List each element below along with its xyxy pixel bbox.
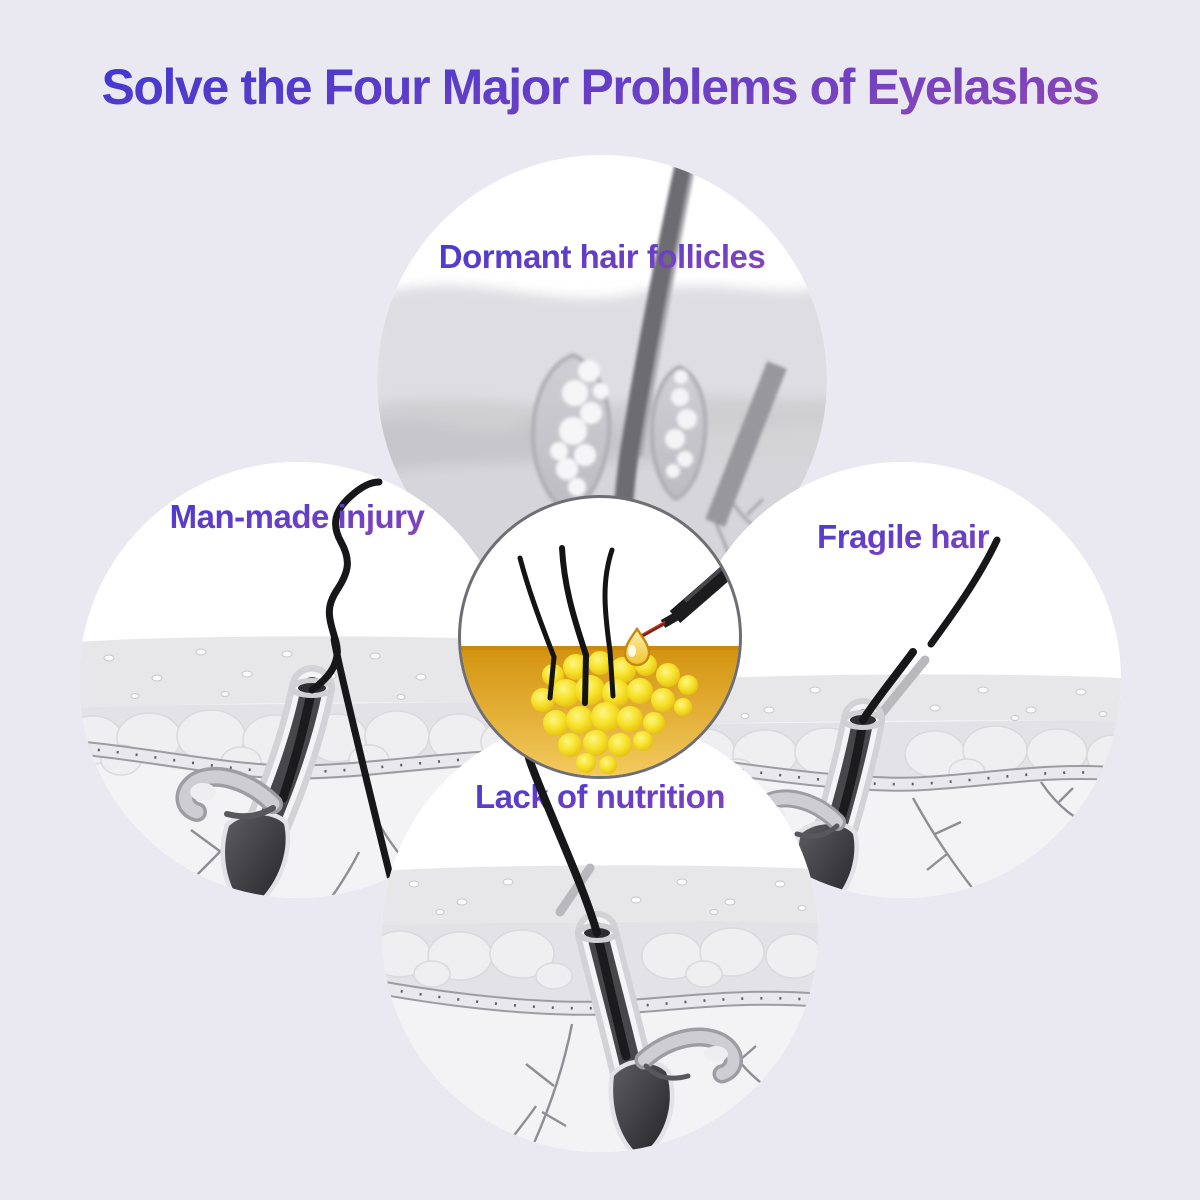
label-man-made-injury: Man-made injury xyxy=(79,498,515,536)
fat-cells xyxy=(79,709,515,778)
fat-layer-background xyxy=(79,702,515,780)
epidermis-speckles xyxy=(103,648,507,701)
blood-vessels xyxy=(911,781,1102,895)
hair-shaft-icon xyxy=(613,155,697,530)
broken-hair-lower-segment xyxy=(859,648,917,724)
fat-cells xyxy=(382,927,818,990)
hair-shadow xyxy=(876,655,930,719)
epidermis-band xyxy=(79,636,515,708)
follicle-sac-left xyxy=(530,352,612,516)
follicle-opening xyxy=(841,710,885,730)
follicle-bulb xyxy=(220,810,291,898)
fat-layer-background xyxy=(685,720,1121,785)
hair-shaft-icon xyxy=(705,361,787,527)
basement-membrane xyxy=(79,740,515,780)
hair-follicle xyxy=(220,665,335,898)
follicle-bulb xyxy=(608,1058,675,1152)
serum-dropper-illustration xyxy=(461,545,739,776)
label-fragile-hair: Fragile hair xyxy=(685,518,1121,556)
epidermis-speckles xyxy=(408,878,807,915)
sebaceous-gland xyxy=(175,766,283,822)
hair-shadow xyxy=(555,863,595,917)
follicle-opening xyxy=(575,923,619,943)
dormant-clumps xyxy=(550,360,609,496)
basement-membrane xyxy=(382,980,818,1016)
label-dormant-follicles: Dormant hair follicles xyxy=(377,238,827,276)
nutrient-bubbles xyxy=(531,651,698,774)
epidermis-band xyxy=(382,865,818,925)
circle-lack-of-nutrition: Lack of nutrition xyxy=(382,716,818,1152)
dormant-clumps xyxy=(665,370,697,478)
follicle-sac-right xyxy=(649,364,708,502)
fat-layer-background xyxy=(382,920,818,1012)
blood-vessels xyxy=(501,1023,783,1152)
epidermis-speckles xyxy=(713,686,1108,721)
eyelashes-icon xyxy=(517,545,616,706)
epidermis-band xyxy=(685,674,1121,724)
sebaceous-gland xyxy=(634,1027,743,1084)
follicle-opening xyxy=(289,678,335,698)
hair-follicle xyxy=(575,911,675,1152)
dermis-layer xyxy=(382,921,818,1152)
label-lack-of-nutrition: Lack of nutrition xyxy=(382,778,818,816)
page-title: Solve the Four Major Problems of Eyelash… xyxy=(0,60,1200,115)
circle-serum-solution xyxy=(458,495,742,779)
serum-droplet-icon xyxy=(623,626,651,667)
